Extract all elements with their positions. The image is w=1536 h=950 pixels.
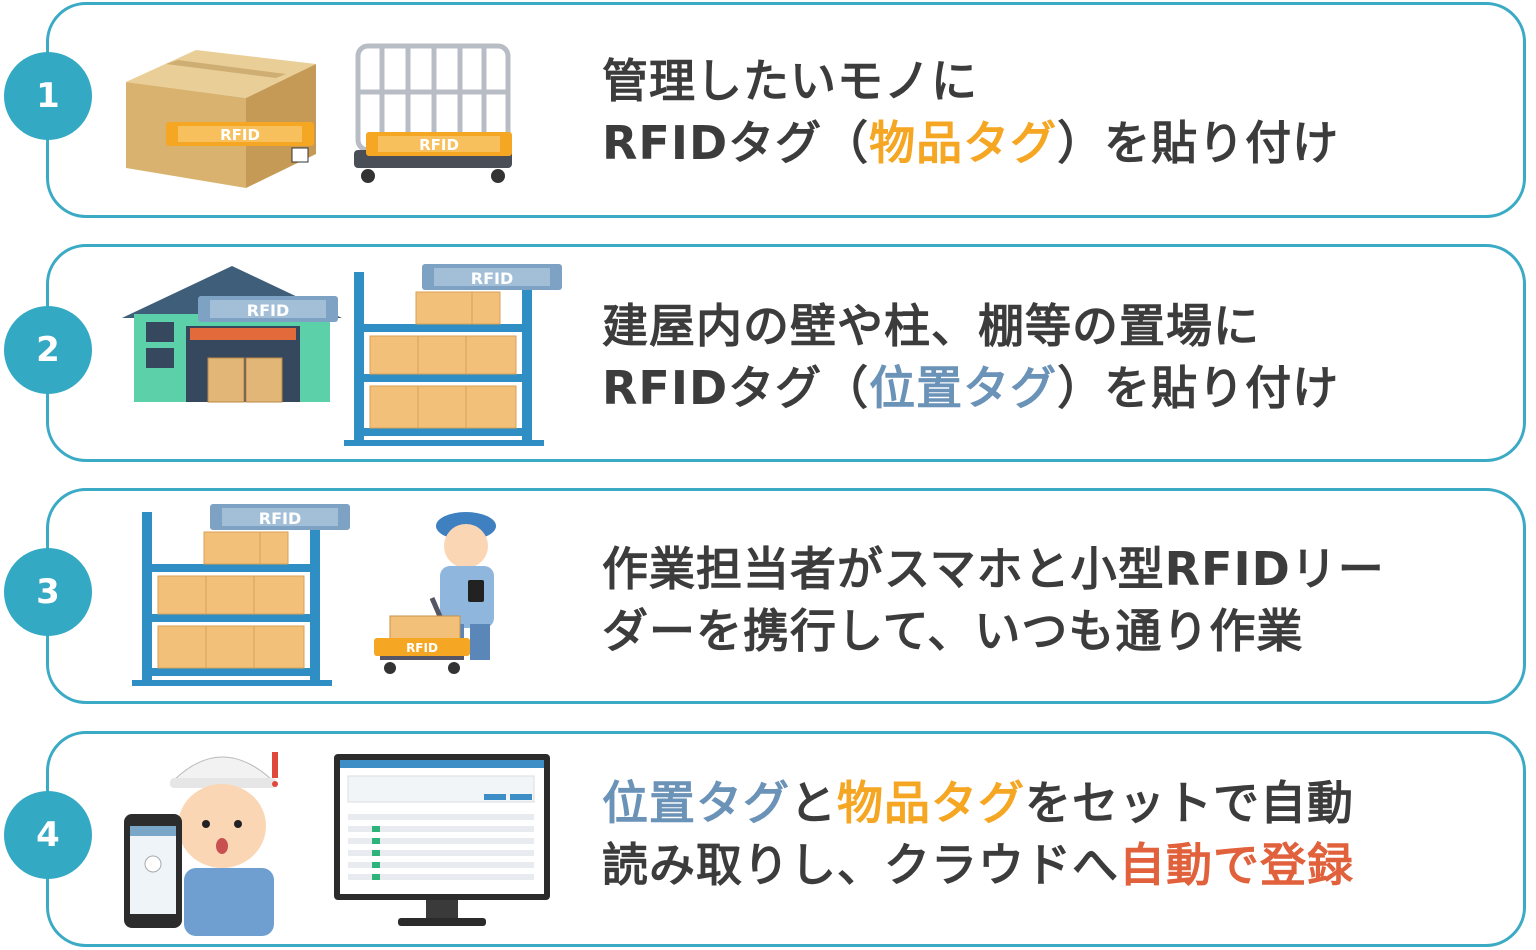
svg-text:RFID: RFID bbox=[259, 509, 301, 528]
warehouse-icon: RFID bbox=[122, 266, 342, 403]
rfid-item-tag: RFID bbox=[166, 122, 314, 146]
rfid-location-tag: RFID bbox=[198, 296, 338, 322]
step-text-4: 位置タグと物品タグをセットで自動 読み取りし、クラウドへ自動で登録 bbox=[602, 772, 1354, 896]
svg-text:RFID: RFID bbox=[220, 126, 260, 144]
step-number-1: 1 bbox=[4, 52, 92, 140]
svg-text:RFID: RFID bbox=[419, 136, 459, 154]
location-tag-highlight: 位置タグ bbox=[869, 361, 1058, 415]
monitor-dashboard-icon bbox=[334, 754, 550, 926]
svg-text:RFID: RFID bbox=[471, 269, 513, 288]
worker-with-cart-icon: RFID bbox=[374, 512, 496, 674]
rfid-item-tag: RFID bbox=[366, 132, 512, 156]
auto-register-highlight: 自動で登録 bbox=[1119, 838, 1354, 892]
item-tag-highlight: 物品タグ bbox=[869, 116, 1058, 170]
shelf-rack-icon: RFID bbox=[132, 504, 350, 686]
step-card-4 bbox=[46, 731, 1526, 947]
shelf-rack-icon: RFID bbox=[344, 264, 562, 446]
step-text-1: 管理したいモノに RFIDタグ（物品タグ）を貼り付け bbox=[602, 50, 1339, 174]
svg-text:RFID: RFID bbox=[406, 641, 438, 655]
step-2-line-2: RFIDタグ（位置タグ）を貼り付け bbox=[602, 361, 1340, 415]
svg-text:RFID: RFID bbox=[247, 301, 289, 320]
step-3-line-1: 作業担当者がスマホと小型RFIDリー bbox=[602, 542, 1385, 596]
step-1-line-2: RFIDタグ（物品タグ）を貼り付け bbox=[602, 116, 1340, 170]
step-number-2: 2 bbox=[4, 306, 92, 394]
worker-with-smartphone-icon bbox=[124, 752, 278, 936]
item-tag-highlight: 物品タグ bbox=[837, 776, 1025, 830]
step-number-4: 4 bbox=[4, 791, 92, 879]
location-tag-highlight: 位置タグ bbox=[602, 776, 790, 830]
step-4-line-2: 読み取りし、クラウドへ自動で登録 bbox=[602, 838, 1354, 892]
rfid-location-tag: RFID bbox=[422, 264, 562, 290]
step-2-line-1: 建屋内の壁や柱、棚等の置場に bbox=[602, 299, 1260, 353]
rfid-location-tag: RFID bbox=[210, 504, 350, 530]
cardboard-box-icon: RFID bbox=[126, 50, 316, 188]
step-text-2: 建屋内の壁や柱、棚等の置場に RFIDタグ（位置タグ）を貼り付け bbox=[602, 295, 1339, 419]
rfid-item-tag: RFID bbox=[374, 638, 470, 656]
step-4-line-1: 位置タグと物品タグをセットで自動 bbox=[602, 776, 1354, 830]
roll-cage-cart-icon: RFID bbox=[354, 43, 512, 183]
step-number-3: 3 bbox=[4, 548, 92, 636]
step-text-3: 作業担当者がスマホと小型RFIDリー ダーを携行して、いつも通り作業 bbox=[602, 538, 1385, 662]
step-3-line-2: ダーを携行して、いつも通り作業 bbox=[602, 604, 1304, 658]
step-1-line-1: 管理したいモノに bbox=[602, 54, 978, 108]
